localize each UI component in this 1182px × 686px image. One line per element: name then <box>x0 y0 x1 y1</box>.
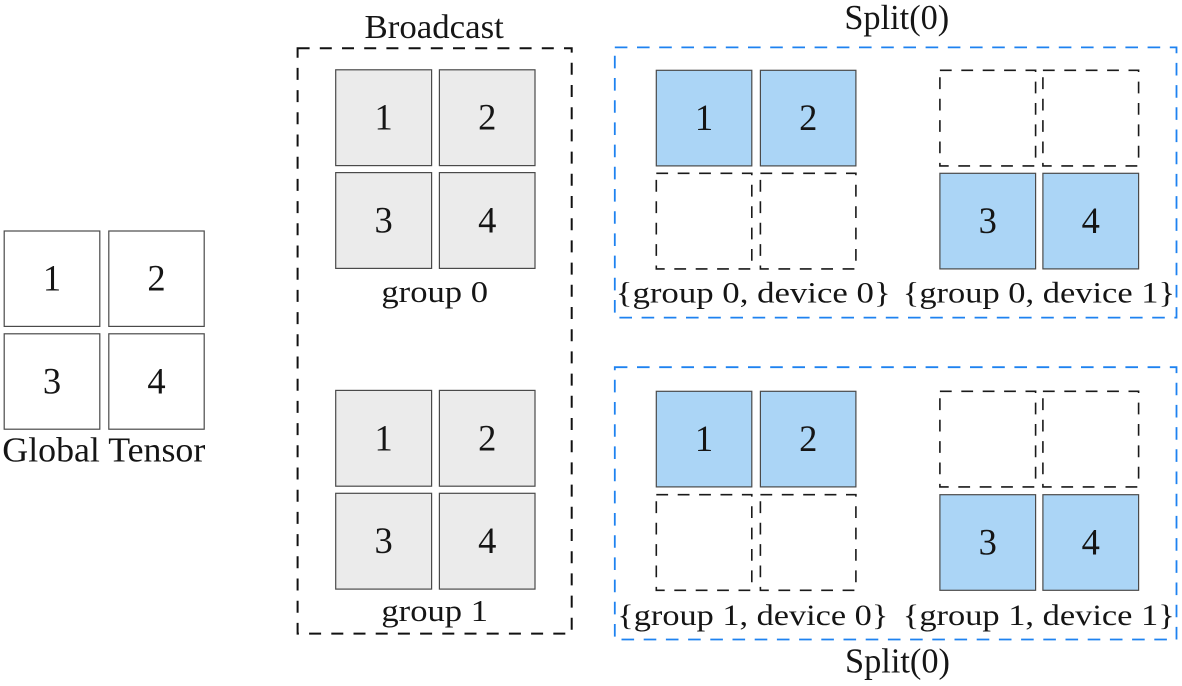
svg-text:group 0: group 0 <box>381 274 488 309</box>
svg-text:2: 2 <box>478 97 496 138</box>
svg-text:{group 0, device 0}: {group 0, device 0} <box>616 277 891 309</box>
svg-text:4: 4 <box>478 200 496 241</box>
svg-text:2: 2 <box>799 97 817 138</box>
svg-text:Broadcast: Broadcast <box>365 9 505 46</box>
svg-text:1: 1 <box>43 258 61 299</box>
svg-text:4: 4 <box>478 520 496 561</box>
svg-text:3: 3 <box>979 522 997 563</box>
svg-text:4: 4 <box>1082 200 1100 241</box>
svg-text:Split(0): Split(0) <box>844 0 949 37</box>
svg-text:3: 3 <box>374 520 392 561</box>
svg-text:Global Tensor: Global Tensor <box>2 431 205 470</box>
svg-text:1: 1 <box>374 417 392 458</box>
svg-text:3: 3 <box>979 200 997 241</box>
svg-text:2: 2 <box>799 418 817 459</box>
svg-text:4: 4 <box>1082 522 1100 563</box>
svg-text:2: 2 <box>147 258 165 299</box>
svg-text:Split(0): Split(0) <box>845 641 950 680</box>
svg-text:1: 1 <box>695 97 713 138</box>
svg-text:4: 4 <box>147 361 165 402</box>
svg-text:2: 2 <box>478 417 496 458</box>
svg-text:{group 0, device 1}: {group 0, device 1} <box>903 277 1175 309</box>
svg-text:3: 3 <box>43 361 61 402</box>
svg-text:3: 3 <box>374 200 392 241</box>
svg-text:{group 1, device 0}: {group 1, device 0} <box>617 600 888 632</box>
svg-text:1: 1 <box>374 97 392 138</box>
svg-text:group 1: group 1 <box>381 593 488 628</box>
svg-text:{group 1, device 1}: {group 1, device 1} <box>903 600 1175 632</box>
svg-text:1: 1 <box>695 418 713 459</box>
